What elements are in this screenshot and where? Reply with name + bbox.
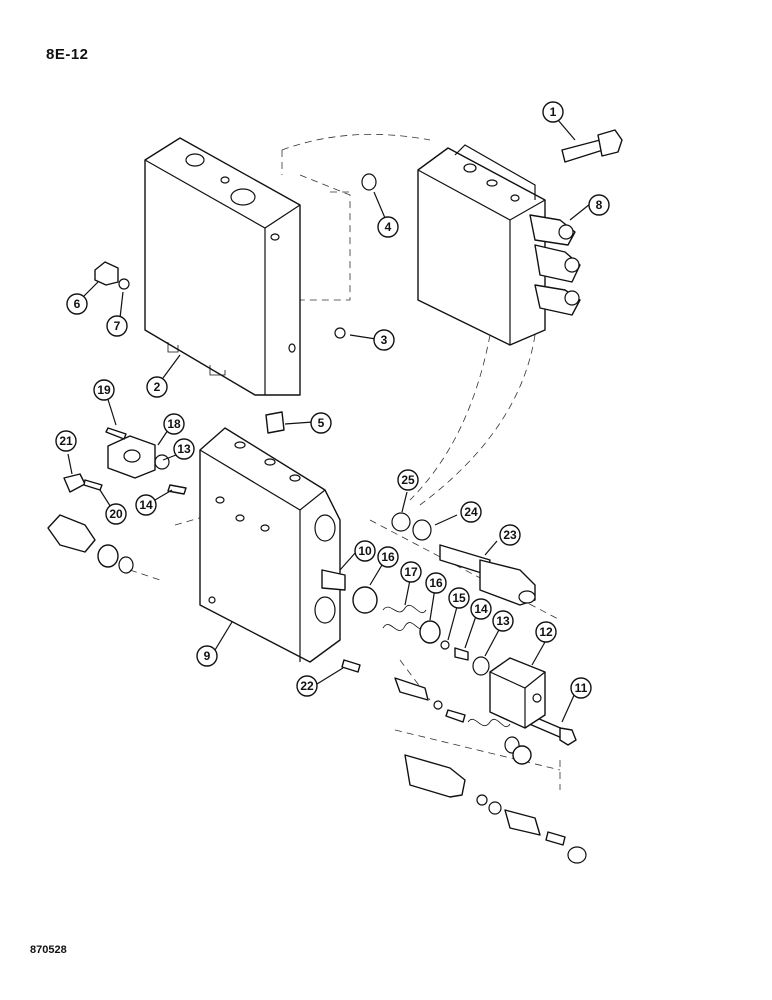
callout-2: 2 — [146, 376, 168, 398]
svg-text:24: 24 — [464, 505, 478, 519]
svg-text:18: 18 — [167, 417, 181, 431]
svg-text:6: 6 — [74, 297, 81, 311]
block-part-12 — [489, 657, 546, 729]
callout-18: 18 — [163, 413, 185, 435]
svg-text:22: 22 — [300, 679, 314, 693]
callout-19: 19 — [93, 379, 115, 401]
svg-text:14: 14 — [474, 602, 488, 616]
svg-text:20: 20 — [109, 507, 123, 521]
svg-text:15: 15 — [452, 591, 466, 605]
callout-5: 5 — [310, 412, 332, 434]
callout-17: 17 — [400, 561, 422, 583]
callout-1: 1 — [542, 101, 564, 123]
svg-text:11: 11 — [575, 681, 588, 695]
cartridge-part-23 — [439, 544, 536, 606]
callout-3: 3 — [373, 329, 395, 351]
callout-23: 23 — [499, 524, 521, 546]
drawing-id: 870528 — [30, 944, 67, 956]
svg-text:1: 1 — [550, 105, 557, 119]
end-assembly-block — [417, 144, 581, 346]
svg-text:9: 9 — [204, 649, 211, 663]
left-fittings — [47, 261, 187, 574]
svg-text:3: 3 — [381, 333, 388, 347]
svg-text:2: 2 — [154, 380, 161, 394]
svg-text:12: 12 — [539, 625, 553, 639]
svg-text:17: 17 — [404, 565, 418, 579]
callout-12: 12 — [535, 621, 557, 643]
end-section-block — [144, 137, 301, 396]
callout-16b: 16 — [425, 572, 447, 594]
callout-8: 8 — [588, 194, 610, 216]
svg-text:25: 25 — [401, 473, 415, 487]
callout-20: 20 — [105, 503, 127, 525]
callout-24: 24 — [460, 501, 482, 523]
callout-10: 10 — [354, 540, 376, 562]
callout-bubbles: 1 2 3 4 5 6 7 8 9 10 11 12 13 13 14 14 1… — [55, 101, 610, 699]
callout-6: 6 — [66, 293, 88, 315]
callout-14a: 14 — [135, 494, 157, 516]
callout-14b: 14 — [470, 598, 492, 620]
callout-4: 4 — [377, 216, 399, 238]
svg-text:10: 10 — [358, 544, 372, 558]
valve-section-body — [199, 427, 346, 663]
callout-7: 7 — [106, 315, 128, 337]
callout-11: 11 — [570, 677, 592, 699]
svg-text:16: 16 — [381, 550, 395, 564]
svg-text:14: 14 — [139, 498, 153, 512]
svg-text:23: 23 — [503, 528, 517, 542]
page-code: 8E-12 — [46, 46, 89, 63]
callout-13a: 13 — [173, 438, 195, 460]
svg-text:21: 21 — [59, 434, 73, 448]
svg-text:13: 13 — [496, 614, 510, 628]
svg-text:5: 5 — [318, 416, 325, 430]
callout-9: 9 — [196, 645, 218, 667]
svg-text:4: 4 — [385, 220, 392, 234]
bolt-part-1 — [561, 129, 623, 163]
callout-15: 15 — [448, 587, 470, 609]
spring-and-seals — [265, 173, 587, 864]
leader-lines — [67, 119, 591, 723]
svg-text:7: 7 — [114, 319, 121, 333]
callout-25: 25 — [397, 469, 419, 491]
svg-text:19: 19 — [97, 383, 111, 397]
callout-21: 21 — [55, 430, 77, 452]
phantom-lines — [129, 133, 561, 790]
svg-text:13: 13 — [177, 442, 191, 456]
svg-text:8: 8 — [596, 198, 603, 212]
callout-16a: 16 — [377, 546, 399, 568]
callout-13b: 13 — [492, 610, 514, 632]
callout-22: 22 — [296, 675, 318, 697]
svg-text:16: 16 — [429, 576, 443, 590]
